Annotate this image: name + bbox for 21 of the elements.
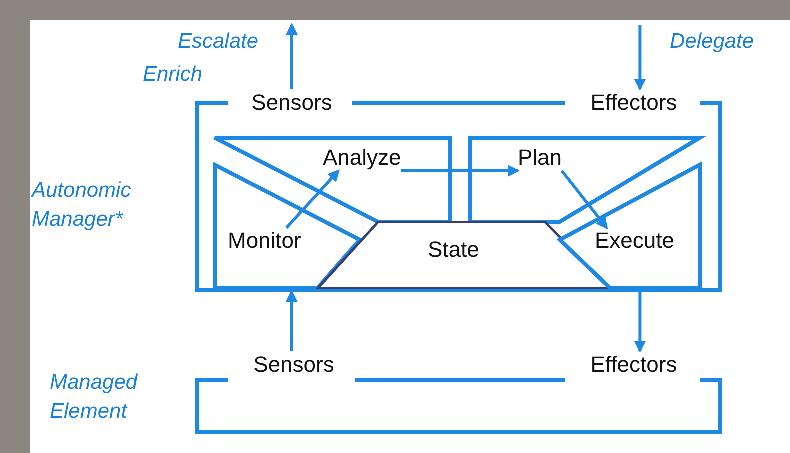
- port-label: Effectors: [590, 89, 678, 117]
- node-label: Execute: [595, 228, 674, 254]
- arrow: [634, 292, 646, 353]
- heading: Autonomic Manager*: [32, 178, 132, 234]
- annotation: Escalate: [178, 30, 259, 54]
- arrow: [286, 23, 298, 89]
- node-label: Plan: [518, 145, 562, 171]
- annotation: Delegate: [670, 30, 754, 54]
- arrow: [286, 170, 340, 229]
- node-label: Monitor: [228, 228, 302, 254]
- port-label: Sensors: [252, 351, 336, 379]
- arrow: [560, 170, 608, 230]
- node-label: Analyze: [323, 145, 402, 171]
- arrow: [401, 165, 520, 177]
- annotation: Enrich: [143, 63, 203, 87]
- node-label: State: [428, 237, 480, 263]
- arrow: [286, 290, 298, 351]
- port-label: Effectors: [590, 351, 678, 379]
- heading: Managed Element: [50, 370, 139, 426]
- arrow: [634, 25, 646, 91]
- port-label: Sensors: [250, 89, 334, 117]
